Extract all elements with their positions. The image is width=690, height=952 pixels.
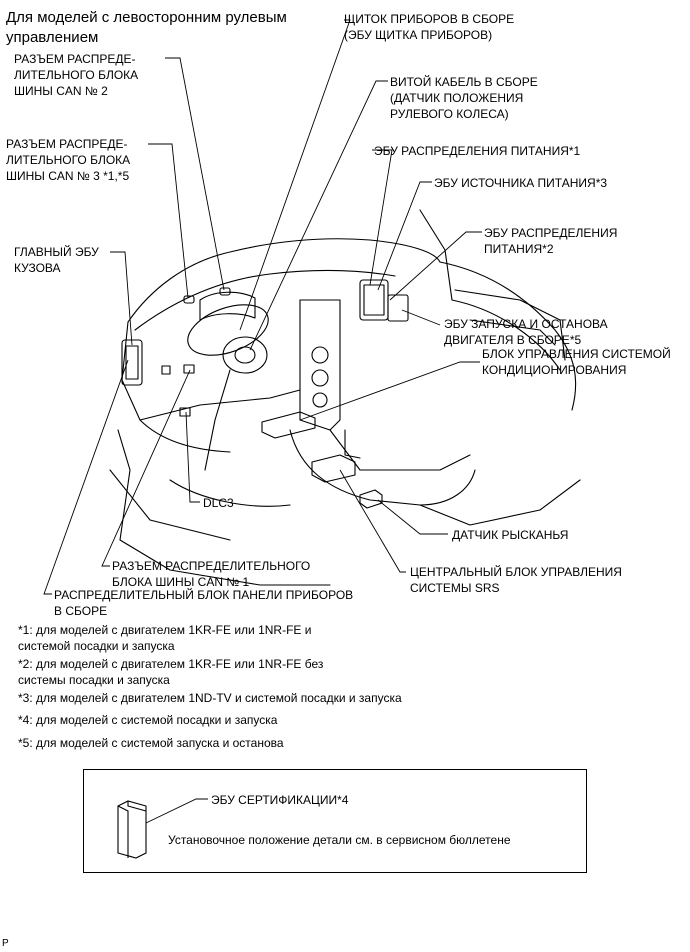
seat-rail — [169, 479, 291, 507]
right-body — [454, 289, 566, 361]
leader-can3 — [148, 143, 189, 299]
label-spiral: ВИТОЙ КАБЕЛЬ В СБОРЕ (ДАТЧИК ПОЛОЖЕНИЯ Р… — [390, 75, 538, 121]
leader-yaw — [377, 499, 448, 535]
can2-shape — [219, 287, 231, 296]
steering-wheel — [187, 304, 269, 356]
label-can1: РАЗЪЕМ РАСПРЕДЕЛИТЕЛЬНОГО БЛОКА ШИНЫ CAN… — [112, 559, 311, 589]
windshield-pillar — [419, 209, 453, 301]
stop-start-ecu-shape — [387, 294, 409, 322]
ac-unit-shape — [261, 411, 316, 439]
label-srs: ЦЕНТРАЛЬНЫЙ БЛОК УПРАВЛЕНИЯ СИСТЕМЫ SRS — [410, 565, 622, 595]
footnote-4: *4: для моделей с системой посадки и зап… — [18, 713, 278, 727]
dash-face — [121, 321, 301, 421]
leader-power-source3 — [377, 181, 432, 291]
dash-top-outline — [127, 238, 441, 323]
leader-shield — [239, 19, 351, 331]
floor-right — [419, 479, 581, 526]
leader-spiral — [249, 80, 388, 351]
leader-power-dist1 — [369, 149, 393, 286]
leader-dlc3 — [185, 411, 200, 503]
leader-ac — [299, 361, 480, 421]
leader-can2 — [165, 57, 225, 291]
cert-box-note: Установочное положение детали см. в серв… — [168, 833, 511, 847]
footnote-5: *5: для моделей с системой запуска и ост… — [18, 736, 284, 750]
shifter — [344, 429, 361, 459]
label-cert-ecu: ЭБУ СЕРТИФИКАЦИИ*4 — [211, 793, 349, 807]
dash-top-edge — [134, 269, 396, 331]
footer-code: P — [2, 938, 9, 949]
label-can3: РАЗЪЕМ РАСПРЕДЕ- ЛИТЕЛЬНОГО БЛОКА ШИНЫ C… — [6, 137, 131, 183]
floor-left — [117, 429, 331, 586]
cert-ecu-shape — [117, 800, 147, 859]
dash-lower — [139, 419, 231, 453]
leader-main-body — [110, 251, 133, 346]
label-main-body: ГЛАВНЫЙ ЭБУ КУЗОВА — [14, 245, 99, 275]
column — [204, 369, 231, 471]
door-line — [439, 261, 577, 411]
footnote-1: *1: для моделей с двигателем 1KR-FE или … — [18, 623, 312, 653]
leader-srs — [339, 469, 406, 573]
label-stop-start: ЭБУ ЗАПУСКА И ОСТАНОВА ДВИГАТЕЛЯ В СБОРЕ… — [444, 317, 608, 347]
label-dlc3: DLC3 — [203, 496, 234, 510]
leader-stop-start — [401, 309, 441, 326]
can3-shape — [183, 295, 195, 304]
leader-can1 — [101, 369, 191, 567]
label-can2: РАЗЪЕМ РАСПРЕДЕ- ЛИТЕЛЬНОГО БЛОКА ШИНЫ C… — [14, 52, 139, 98]
label-panel-block: РАСПРЕДЕЛИТЕЛЬНЫЙ БЛОК ПАНЕЛИ ПРИБОРОВ В… — [54, 588, 354, 618]
label-power-dist2: ЭБУ РАСПРЕДЕЛЕНИЯ ПИТАНИЯ*2 — [484, 226, 618, 256]
footnote-3: *3: для моделей с двигателем 1ND-TV и си… — [18, 691, 402, 705]
srs-unit-shape — [311, 454, 356, 483]
yaw-sensor-shape — [359, 489, 383, 509]
console-side — [329, 429, 471, 471]
leader-power-dist2 — [389, 231, 482, 301]
footnote-2: *2: для моделей с двигателем 1KR-FE или … — [18, 657, 324, 687]
page-title: Для моделей с левосторонним рулевым упра… — [6, 9, 287, 46]
dlc3-shape — [179, 407, 191, 417]
label-power-dist1: ЭБУ РАСПРЕДЕЛЕНИЯ ПИТАНИЯ*1 — [374, 144, 581, 158]
leader-cert — [145, 798, 208, 824]
console-floor — [289, 429, 476, 506]
center-stack — [299, 299, 341, 431]
door-line-2 — [451, 299, 561, 371]
certification-box — [83, 769, 587, 873]
label-yaw: ДАТЧИК РЫСКАНЬЯ — [452, 528, 569, 542]
label-power-source3: ЭБУ ИСТОЧНИКА ПИТАНИЯ*3 — [434, 176, 608, 190]
instrument-cluster-shape — [199, 291, 256, 321]
label-shield: ЩИТОК ПРИБОРОВ В СБОРЕ (ЭБУ ЩИТКА ПРИБОР… — [344, 12, 515, 42]
leader-panel-block — [43, 359, 129, 595]
label-ac: БЛОК УПРАВЛЕНИЯ СИСТЕМОЙ КОНДИЦИОНИРОВАН… — [482, 347, 671, 377]
